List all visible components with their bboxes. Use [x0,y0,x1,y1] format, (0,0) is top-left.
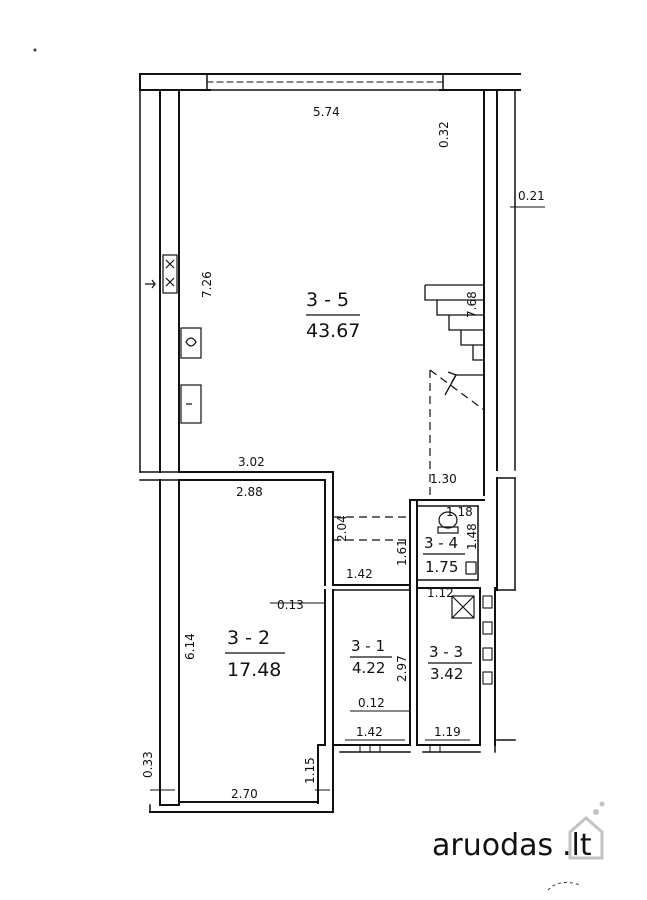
watermark-brand: aruodas [432,828,553,863]
dim-room2-width: 2.88 [236,485,263,499]
dim-right-wall: 0.21 [518,189,545,203]
kitchen-fixtures [145,254,202,424]
dim-room1-height: 2.97 [395,655,409,682]
dim-room3-bottom-width: 1.19 [434,725,461,739]
room-id: 3 - 1 [351,637,385,655]
dim-wc-depth: 1.48 [465,523,479,550]
room-3-4-label: 3 - 4 1.75 [423,534,465,576]
room-3-3-label: 3 - 3 3.42 [428,643,472,683]
dim-left-wall: 0.33 [141,751,155,778]
dim-wc-height: 1.61 [395,539,409,566]
dim-room1-width: 1.42 [346,567,373,581]
dimension-lines [150,206,545,791]
dim-stair-length: 7.68 [465,291,479,318]
dim-partition-room2: 0.13 [277,598,304,612]
room-id: 3 - 5 [306,289,349,311]
dim-room3-width: 1.12 [427,586,454,600]
dim-room1-bottom-width: 1.42 [356,725,383,739]
dim-partition-room1: 0.12 [358,696,385,710]
dim-corridor-depth: 2.04 [335,515,349,542]
ventilation-shaft [451,595,475,619]
wc-fixtures [437,511,477,575]
room-area: 3.42 [430,665,463,683]
dim-wc-width: 1.18 [446,505,473,519]
walls [139,73,521,813]
dim-main-height: 7.26 [200,271,214,298]
room-area: 43.67 [306,320,360,342]
room-3-5-label: 3 - 5 43.67 [306,289,360,342]
dim-bottom-offset: 1.15 [303,757,317,784]
watermark-logo: aruodas .lt [432,801,605,863]
dim-hall-width: 3.02 [238,455,265,469]
room-id: 3 - 4 [424,534,458,552]
room-area: 4.22 [352,659,385,677]
scan-marks [33,48,581,891]
room-area: 1.75 [425,558,458,576]
room-id: 3 - 3 [429,643,463,661]
stairs [424,284,484,396]
dim-bath-width: 1.30 [430,472,457,486]
house-icon [568,801,605,860]
room-3-1-label: 3 - 1 4.22 [350,637,392,677]
dim-top-width: 5.74 [313,105,340,119]
room-id: 3 - 2 [227,627,270,649]
dashed-openings [333,369,485,541]
room-3-2-label: 3 - 2 17.48 [225,627,285,681]
room-area: 17.48 [227,659,281,681]
dim-room2-height: 6.14 [183,633,197,660]
radiator [482,595,493,685]
dim-room2-bottom-width: 2.70 [231,787,258,801]
dim-top-right-depth: 0.32 [437,121,451,148]
